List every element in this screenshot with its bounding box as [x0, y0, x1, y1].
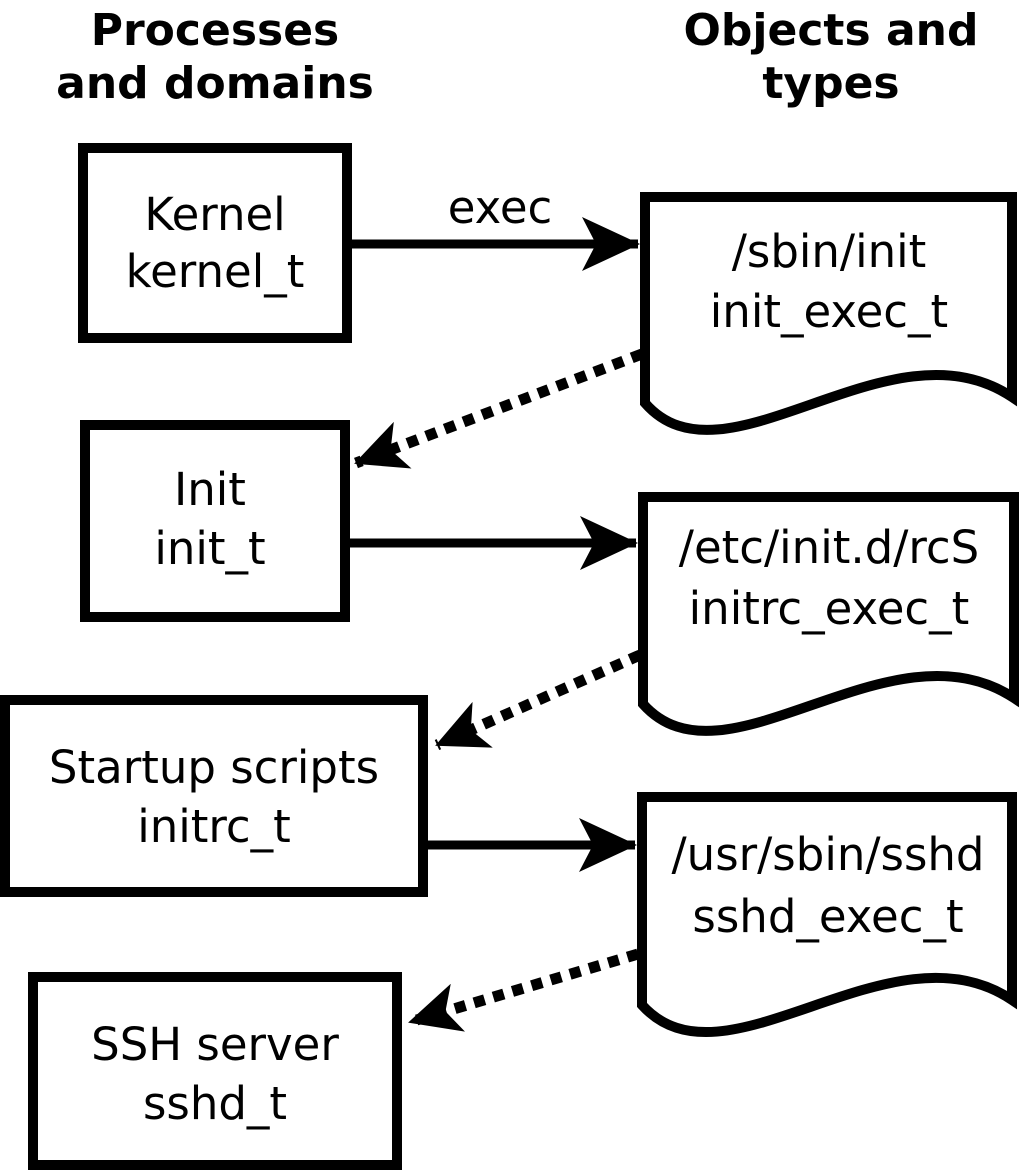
process-node-init: Init init_t [80, 420, 350, 622]
usr-sbin-sshd-path: /usr/sbin/sshd [672, 828, 985, 881]
init-name: Init [174, 463, 246, 516]
usr-sbin-sshd-document-shape [637, 792, 1017, 1038]
ssh-server-name: SSH server [91, 1018, 339, 1071]
process-node-startup-scripts: Startup scripts initrc_t [0, 695, 428, 897]
etc-initd-rcs-type: initrc_exec_t [689, 582, 970, 635]
kernel-name: Kernel [144, 188, 285, 241]
processes-header-line1: Processes [91, 5, 340, 56]
sbin-init-path: /sbin/init [732, 225, 927, 278]
usr-sbin-sshd-type: sshd_exec_t [692, 890, 963, 943]
transition-edges [354, 348, 644, 1032]
init-box [80, 420, 350, 622]
transition-arrow-sshd-to-ssh-server [408, 948, 640, 1032]
transition-arrow-rcs-to-startup [434, 649, 643, 751]
exec-edges: exec [348, 181, 640, 872]
process-node-ssh-server: SSH server sshd_t [28, 972, 402, 1170]
ssh-server-domain: sshd_t [143, 1077, 287, 1130]
exec-arrow-label: exec [448, 181, 553, 234]
kernel-domain: kernel_t [126, 245, 305, 298]
startup-scripts-box [0, 695, 428, 897]
objects-header-line1: Objects and [684, 5, 979, 56]
column-header-processes: Processes and domains [56, 5, 374, 109]
process-node-kernel: Kernel kernel_t [78, 143, 352, 343]
object-node-sbin-init: /sbin/init init_exec_t [640, 192, 1017, 435]
sbin-init-document-shape [640, 192, 1017, 435]
kernel-box [78, 143, 352, 343]
startup-scripts-domain: initrc_t [137, 800, 291, 853]
init-domain: init_t [154, 522, 265, 575]
transition-arrow-sbin-init-to-init [354, 348, 644, 469]
startup-scripts-name: Startup scripts [49, 741, 379, 794]
column-header-objects: Objects and types [684, 5, 979, 109]
object-node-usr-sbin-sshd: /usr/sbin/sshd sshd_exec_t [637, 792, 1017, 1038]
sbin-init-type: init_exec_t [710, 285, 948, 338]
object-node-etc-initd-rcs: /etc/init.d/rcS initrc_exec_t [638, 492, 1019, 736]
ssh-server-box [28, 972, 402, 1170]
processes-header-line2: and domains [56, 58, 374, 109]
etc-initd-rcs-document-shape [638, 492, 1019, 736]
objects-header-line2: types [762, 58, 899, 109]
etc-initd-rcs-path: /etc/init.d/rcS [679, 521, 979, 574]
